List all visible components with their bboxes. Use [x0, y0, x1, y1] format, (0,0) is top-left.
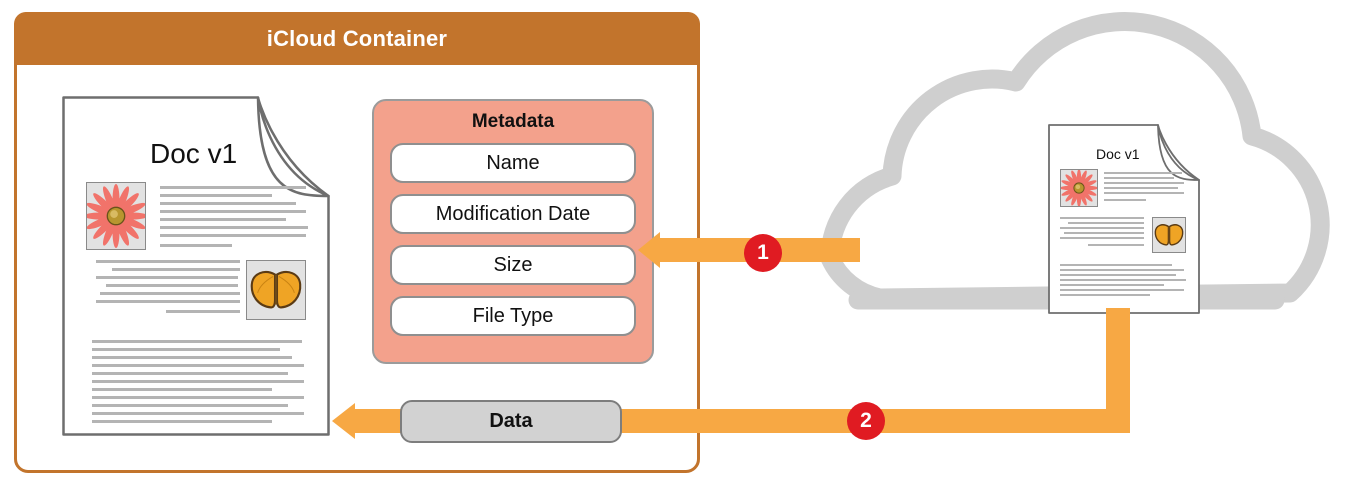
text-line: [1104, 172, 1182, 174]
text-line: [160, 186, 306, 189]
text-line: [166, 310, 240, 313]
text-line: [92, 388, 272, 391]
text-line: [160, 226, 308, 229]
text-line: [112, 268, 240, 271]
text-line: [100, 292, 240, 295]
metadata-item-size[interactable]: Size: [390, 245, 636, 285]
step-badge-1-number: 1: [757, 241, 769, 264]
flower-image: [1060, 169, 1098, 207]
text-line: [1060, 227, 1144, 229]
metadata-panel: Metadata Name Modification Date Size Fil…: [372, 99, 654, 364]
text-line: [1060, 237, 1144, 239]
text-line: [160, 202, 296, 205]
icloud-container-title: iCloud Container: [266, 25, 448, 51]
text-line: [92, 396, 304, 399]
cloud-document-title: Doc v1: [1096, 146, 1140, 162]
metadata-panel-title: Metadata: [471, 111, 555, 132]
text-line: [1060, 289, 1184, 291]
text-line: [92, 364, 304, 367]
metadata-item-modification-date[interactable]: Modification Date: [390, 194, 636, 234]
text-line: [92, 372, 288, 375]
text-line: [160, 210, 306, 213]
text-line: [1060, 284, 1164, 286]
text-line: [92, 404, 288, 407]
flower-image: [86, 182, 146, 250]
text-line: [1060, 274, 1176, 276]
text-line: [96, 276, 238, 279]
text-line: [92, 356, 292, 359]
text-line: [160, 194, 272, 197]
text-line: [160, 244, 232, 247]
text-line: [1088, 244, 1144, 246]
step-badge-1: 1: [744, 234, 782, 272]
text-line: [1104, 192, 1184, 194]
cloud-document: Doc v1: [1048, 124, 1200, 314]
text-line: [106, 284, 238, 287]
text-line: [92, 420, 272, 423]
text-line: [1064, 232, 1144, 234]
step-badge-2: 2: [847, 402, 885, 440]
text-line: [160, 234, 306, 237]
data-pill[interactable]: Data: [400, 400, 622, 443]
butterfly-image: [1152, 217, 1186, 253]
text-line: [1060, 264, 1172, 266]
data-pill-label: Data: [489, 410, 533, 432]
text-line: [1104, 182, 1184, 184]
text-line: [92, 380, 304, 383]
text-line: [92, 340, 302, 343]
text-line: [92, 348, 280, 351]
text-line: [96, 260, 240, 263]
metadata-item-name[interactable]: Name: [390, 143, 636, 183]
text-line: [160, 218, 286, 221]
butterfly-image: [246, 260, 306, 320]
text-line: [1104, 187, 1178, 189]
text-line: [1060, 279, 1186, 281]
text-line: [1104, 177, 1174, 179]
metadata-item-list: Name Modification Date Size File Type: [390, 143, 636, 347]
text-line: [1060, 269, 1184, 271]
text-line: [1060, 217, 1144, 219]
text-line: [1068, 222, 1144, 224]
icloud-container-header: iCloud Container: [14, 12, 700, 65]
metadata-item-file-type[interactable]: File Type: [390, 296, 636, 336]
text-line: [92, 412, 304, 415]
text-line: [96, 300, 240, 303]
step-badge-2-number: 2: [860, 409, 872, 432]
text-line: [1104, 199, 1146, 201]
local-document: Doc v1: [62, 96, 330, 436]
local-document-title: Doc v1: [150, 138, 238, 169]
text-line: [1060, 294, 1150, 296]
